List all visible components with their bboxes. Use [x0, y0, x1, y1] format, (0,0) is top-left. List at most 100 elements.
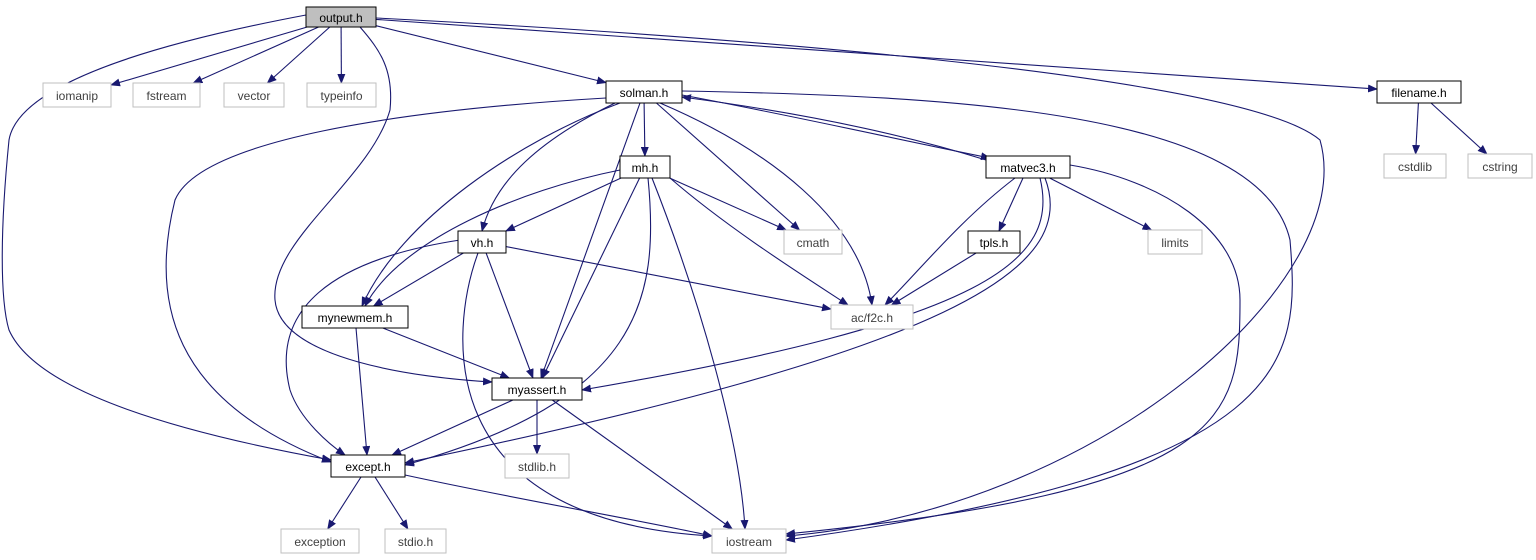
edge-mh-to-cmath [669, 177, 788, 231]
edge-matvec3-to-iostream [785, 164, 1241, 538]
node-label-stdioh: stdio.h [398, 535, 433, 549]
edge-solman-to-iostream [681, 90, 1293, 543]
edge-vh-to-myassert [485, 252, 534, 379]
node-tpls[interactable]: tpls.h [967, 230, 1021, 254]
node-label-cstring: cstring [1482, 160, 1517, 174]
edges-layer [1, 14, 1488, 543]
edge-except-to-stdioh [374, 476, 409, 530]
node-box-output [305, 6, 377, 28]
edge-output-to-vector [266, 26, 331, 84]
edge-mynewmem-to-myassert [382, 327, 511, 379]
edge-tpls-to-acf2c [890, 252, 977, 306]
node-box-tpls [967, 230, 1021, 254]
edge-vh-to-acf2c [505, 246, 832, 312]
node-label-vector: vector [238, 89, 271, 103]
node-box-mynewmem [301, 305, 409, 329]
node-label-tpls: tpls.h [980, 236, 1009, 250]
node-box-myassert [491, 377, 583, 401]
edge-solman-to-acf2c [659, 102, 875, 306]
node-solman[interactable]: solman.h [605, 80, 683, 104]
node-label-filename: filename.h [1391, 86, 1446, 100]
node-cmath: cmath [783, 229, 843, 255]
node-box-stdlibh [504, 453, 570, 479]
node-box-vector [223, 82, 285, 108]
node-box-fstream [132, 82, 201, 108]
edge-solman-to-vh [480, 102, 616, 232]
node-label-iomanip: iomanip [56, 89, 98, 103]
edge-filename-to-cstdlib [1412, 102, 1421, 155]
node-stdlibh: stdlib.h [504, 453, 570, 479]
node-fstream: fstream [132, 82, 201, 108]
edge-output-to-solman [375, 25, 607, 85]
edge-matvec3-to-solman [681, 94, 987, 161]
edge-mh-to-mynewmem [364, 169, 621, 307]
node-box-typeinfo [306, 82, 377, 108]
edge-output-to-fstream [192, 26, 319, 84]
node-except[interactable]: except.h [330, 454, 406, 478]
node-label-output: output.h [319, 11, 362, 25]
edge-solman-to-cmath [656, 102, 801, 231]
edge-output-to-myassert [274, 26, 493, 386]
edge-mh-to-vh [504, 177, 622, 232]
node-vh[interactable]: vh.h [457, 230, 507, 254]
node-label-mh: mh.h [632, 161, 659, 175]
node-box-solman [605, 80, 683, 104]
edge-vh-to-mynewmem [372, 252, 464, 307]
node-iostream: iostream [711, 528, 787, 554]
node-label-vh: vh.h [471, 236, 494, 250]
node-matvec3[interactable]: matvec3.h [985, 155, 1071, 179]
node-vector: vector [223, 82, 285, 108]
node-acf2c: ac/f2c.h [830, 304, 914, 330]
node-label-acf2c: ac/f2c.h [851, 311, 893, 325]
edge-output-to-iostream [375, 17, 1325, 540]
node-box-cstdlib [1383, 153, 1447, 179]
node-label-myassert: myassert.h [508, 383, 567, 397]
node-mynewmem[interactable]: mynewmem.h [301, 305, 409, 329]
edge-matvec3-to-except [404, 177, 1051, 466]
edge-solman-to-except [165, 97, 607, 463]
edge-myassert-to-except [391, 399, 514, 456]
node-label-matvec3: matvec3.h [1000, 161, 1055, 175]
node-box-exception [280, 528, 360, 554]
edge-solman-to-mynewmem [361, 102, 621, 307]
node-filename[interactable]: filename.h [1376, 80, 1462, 104]
edge-filename-to-cstring [1430, 102, 1488, 155]
node-box-cmath [783, 229, 843, 255]
edge-vh-to-except [285, 239, 461, 456]
edge-mh-to-iostream [651, 177, 749, 530]
node-output[interactable]: output.h [305, 6, 377, 28]
node-label-fstream: fstream [146, 89, 186, 103]
node-cstring: cstring [1467, 153, 1533, 179]
node-mh[interactable]: mh.h [619, 155, 671, 179]
edge-solman-to-matvec3 [681, 94, 991, 161]
node-label-cstdlib: cstdlib [1398, 160, 1432, 174]
edge-solman-to-myassert [540, 102, 641, 379]
edge-output-to-except [1, 14, 332, 463]
node-box-except [330, 454, 406, 478]
node-box-acf2c [830, 304, 914, 330]
node-cstdlib: cstdlib [1383, 153, 1447, 179]
node-box-limits [1147, 229, 1203, 255]
edge-matvec3-to-limits [1049, 177, 1153, 231]
node-box-mh [619, 155, 671, 179]
edge-mh-to-myassert [541, 177, 641, 379]
edge-except-to-iostream [404, 474, 713, 538]
node-label-cmath: cmath [797, 236, 830, 250]
node-box-matvec3 [985, 155, 1071, 179]
node-box-vh [457, 230, 507, 254]
edge-myassert-to-iostream [551, 399, 734, 530]
node-myassert[interactable]: myassert.h [491, 377, 583, 401]
node-label-solman: solman.h [620, 86, 669, 100]
edge-solman-to-mh [640, 102, 649, 157]
node-limits: limits [1147, 229, 1203, 255]
node-iomanip: iomanip [42, 82, 112, 108]
node-label-mynewmem: mynewmem.h [318, 311, 393, 325]
edge-matvec3-to-myassert [581, 177, 1044, 393]
edge-matvec3-to-tpls [998, 177, 1024, 232]
edge-output-to-filename [375, 18, 1378, 93]
node-box-iostream [711, 528, 787, 554]
edge-matvec3-to-acf2c [884, 177, 1016, 306]
node-label-exception: exception [294, 535, 345, 549]
edge-output-to-iomanip [110, 26, 308, 87]
